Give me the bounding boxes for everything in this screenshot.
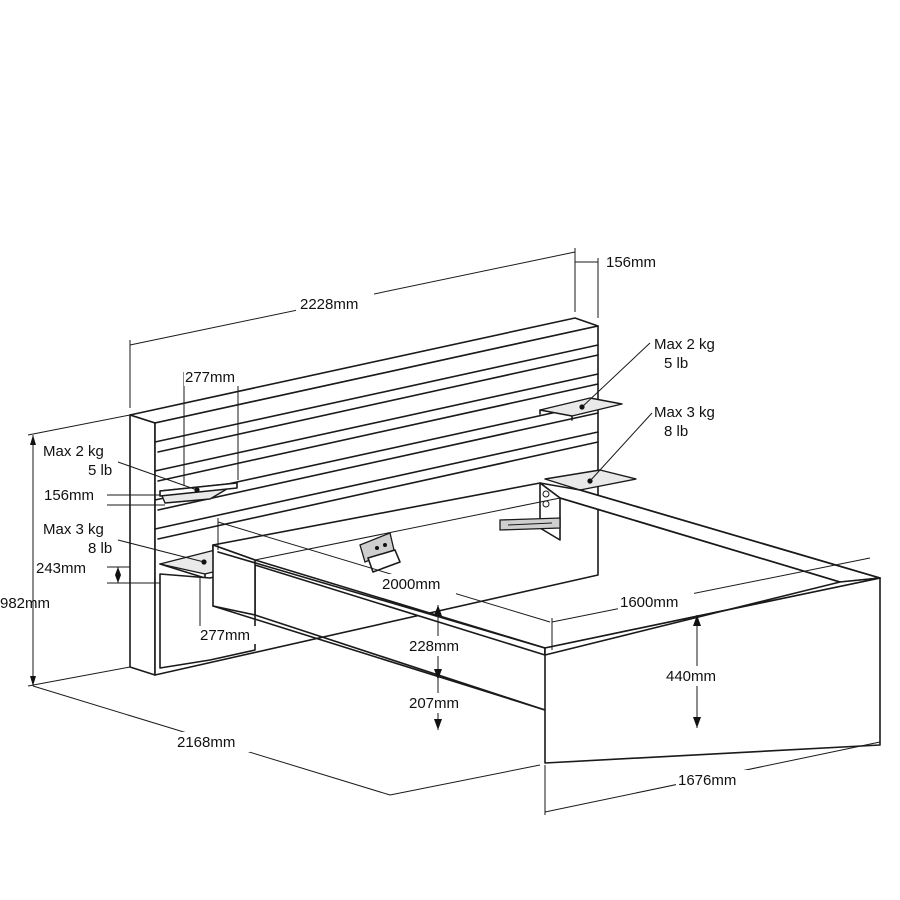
shelf-bottom-left-width-label: 277mm xyxy=(200,627,250,644)
shelf-bottom-left-height-label: 243mm xyxy=(36,560,86,577)
underbed-clearance-label: 207mm xyxy=(409,695,459,712)
overall-length-label: 2168mm xyxy=(177,734,235,751)
shelf-bottom-right-load-kg: Max 3 kg xyxy=(654,404,715,421)
shelf-top-right-load-lb: 5 lb xyxy=(664,355,688,372)
headboard xyxy=(129,317,599,676)
mattress-length-label: 2000mm xyxy=(382,576,440,593)
labels: 2228mm 156mm 277mm Max 2 kg 5 lb 156mm M… xyxy=(0,254,752,790)
overall-height-label: 982mm xyxy=(0,595,50,612)
shelf-bottom-left-load-lb: 8 lb xyxy=(88,540,112,557)
shelf-bottom-right-load-lb: 8 lb xyxy=(664,423,688,440)
headboard-width-label: 2228mm xyxy=(300,296,358,313)
shelf-top-right-load-kg: Max 2 kg xyxy=(654,336,715,353)
shelf-top-left-load-kg: Max 2 kg xyxy=(43,443,104,460)
headboard-slats xyxy=(154,344,599,540)
shelf-bottom-left-load-kg: Max 3 kg xyxy=(43,521,104,538)
shelf-top-left-load-lb: 5 lb xyxy=(88,462,112,479)
overall-width-label: 1676mm xyxy=(678,772,736,789)
shelf-top-left xyxy=(159,482,238,504)
headboard-depth-label: 156mm xyxy=(606,254,656,271)
shelf-top-left-width-label: 277mm xyxy=(185,369,235,386)
shelf-top-left-depth-label: 156mm xyxy=(44,487,94,504)
footboard-height-label: 440mm xyxy=(666,668,716,685)
frame-height-label: 228mm xyxy=(409,638,459,655)
center-bracket xyxy=(359,532,401,573)
cross-brace-bracket xyxy=(499,517,561,531)
mattress-width-label: 1600mm xyxy=(620,594,678,611)
